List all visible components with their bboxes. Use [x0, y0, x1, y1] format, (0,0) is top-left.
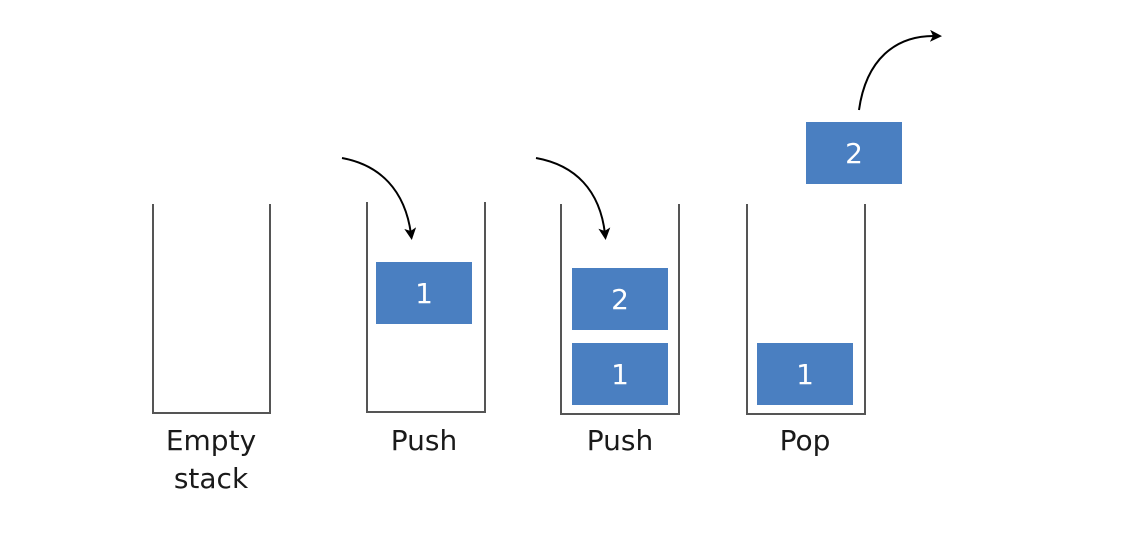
- stage-caption: Pop: [780, 424, 831, 457]
- pop-arrow-icon: [858, 29, 942, 111]
- stack-block: [757, 343, 853, 405]
- stack-container: [560, 204, 680, 415]
- stage-push-1: 1 Push: [341, 157, 486, 457]
- stage-pop: 1 2 Pop: [746, 29, 942, 457]
- popped-block: [806, 122, 902, 184]
- stack-block-label: 2: [611, 283, 629, 316]
- popped-block-label: 2: [845, 137, 863, 170]
- stack-block-label: 1: [415, 277, 433, 310]
- stack-block-label: 1: [611, 358, 629, 391]
- stack-container: [366, 202, 486, 413]
- stage-caption: Push: [391, 424, 457, 457]
- stack-block-label: 1: [796, 358, 814, 391]
- stack-block: [572, 343, 668, 405]
- stage-empty: Empty stack: [152, 204, 271, 495]
- stage-push-2: 2 1 Push: [535, 157, 680, 457]
- stack-container: [152, 204, 271, 414]
- stack-block: [572, 268, 668, 330]
- push-arrow-icon: [341, 157, 417, 240]
- stage-caption-line-1: Empty: [166, 424, 256, 457]
- stack-block: [376, 262, 472, 324]
- stage-caption: Push: [587, 424, 653, 457]
- push-arrow-icon: [535, 157, 611, 240]
- stage-caption-line-2: stack: [174, 462, 249, 495]
- stack-container: [746, 204, 866, 415]
